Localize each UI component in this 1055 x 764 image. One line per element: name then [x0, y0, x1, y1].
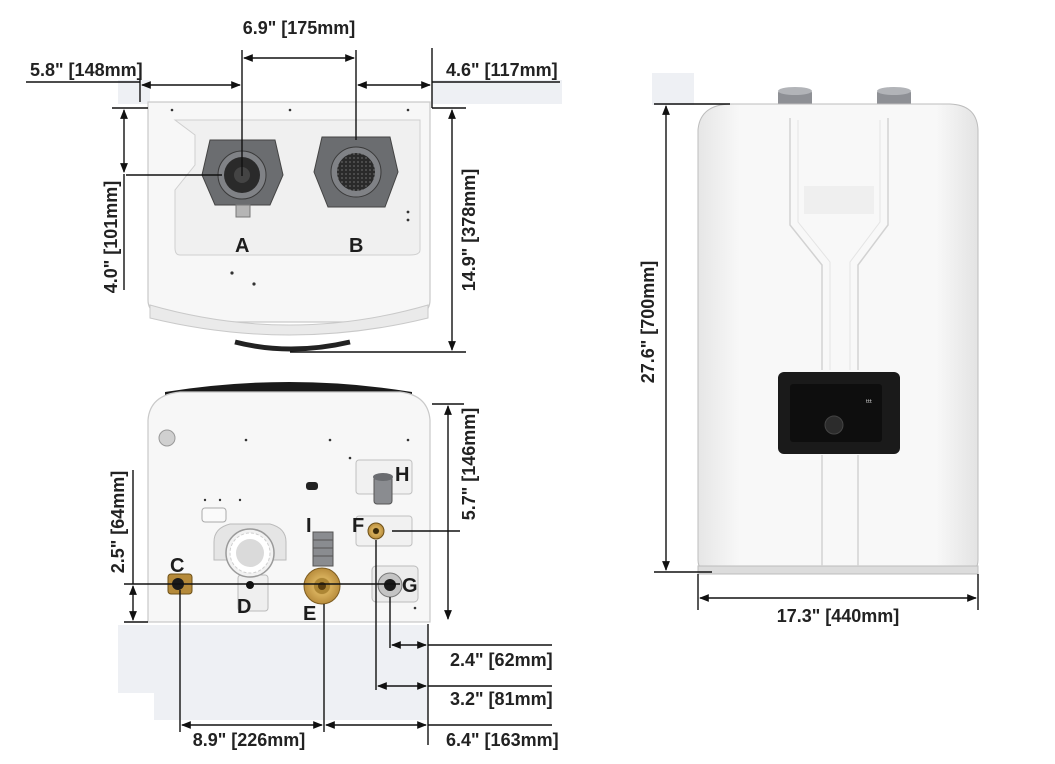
dim-c-to-e: 8.9" [226mm]: [179, 590, 325, 750]
port-d: [225, 528, 275, 589]
dim-label-width: 17.3" [440mm]: [777, 606, 900, 626]
shade-block: [652, 73, 694, 105]
label-g: G: [402, 575, 418, 597]
bottom-view: C D E F G H I 5.7" [146mm] 2.5" [64mm] 2…: [108, 382, 559, 750]
shade-block: [118, 625, 154, 693]
dim-label-c-to-e: 8.9" [226mm]: [193, 730, 306, 750]
vent-a: [201, 139, 284, 218]
shade-block: [118, 80, 150, 104]
dim-label-front-offset: 4.0" [101mm]: [101, 181, 121, 294]
label-h: H: [395, 464, 409, 486]
label-e: E: [303, 603, 316, 625]
dim-label-e-offset: 6.4" [163mm]: [446, 730, 559, 750]
dim-label-g-offset: 2.4" [62mm]: [450, 650, 553, 670]
dim-label-h-height: 5.7" [146mm]: [459, 408, 479, 521]
dim-label-f-offset: 3.2" [81mm]: [450, 689, 553, 709]
port-i: [312, 531, 334, 567]
label-a: A: [235, 235, 249, 257]
dim-right-offset: 4.6" [117mm]: [357, 48, 560, 108]
dim-label-depth: 14.9" [378mm]: [459, 169, 479, 292]
label-c: C: [170, 555, 184, 577]
dim-label-left-offset: 5.8" [148mm]: [30, 60, 143, 80]
front-view: ttt 27.6" [700mm] 17.3" [440mm]: [638, 73, 979, 626]
dim-front-offset: 4.0" [101mm]: [101, 107, 222, 294]
dim-height: 27.6" [700mm]: [638, 103, 730, 573]
vent-b: [313, 136, 399, 208]
label-f: F: [352, 515, 364, 537]
dim-label-height: 27.6" [700mm]: [638, 261, 658, 384]
dim-c-height: 2.5" [64mm]: [108, 470, 400, 623]
dim-h-height: 5.7" [146mm]: [392, 403, 479, 620]
dim-label-c-height: 2.5" [64mm]: [108, 471, 128, 574]
dim-label-spacing: 6.9" [175mm]: [243, 18, 356, 38]
dim-left-offset: 5.8" [148mm]: [26, 60, 241, 102]
port-f: [367, 522, 385, 540]
port-g: [377, 572, 403, 598]
shade-block: [432, 80, 562, 104]
dim-depth: 14.9" [378mm]: [290, 107, 479, 353]
top-view: A B 6.9" [175mm] 5.8" [148mm] 4.6" [117m…: [26, 18, 562, 353]
port-h: [373, 473, 393, 505]
label-i: I: [306, 515, 312, 537]
port-e: [303, 567, 341, 605]
dim-f-offset: 3.2" [81mm]: [375, 540, 553, 709]
dim-g-offset: 2.4" [62mm]: [389, 597, 553, 745]
front-view-unit: ttt: [697, 87, 979, 575]
label-d: D: [237, 596, 251, 618]
label-b: B: [349, 235, 363, 257]
dim-width: 17.3" [440mm]: [697, 574, 979, 626]
shade-block: [154, 625, 428, 720]
dim-spacing: 6.9" [175mm]: [241, 18, 357, 176]
dim-label-right-offset: 4.6" [117mm]: [446, 60, 558, 80]
dim-e-offset: 6.4" [163mm]: [325, 721, 559, 750]
display-text: ttt: [866, 399, 872, 405]
